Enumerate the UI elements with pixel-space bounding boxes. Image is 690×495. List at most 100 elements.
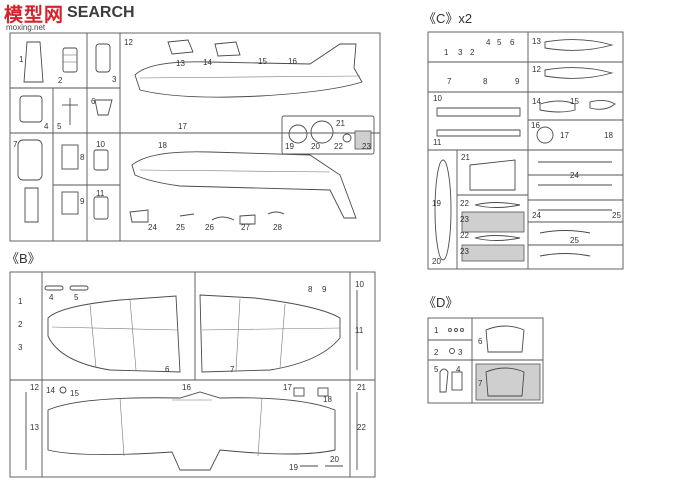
- part-number-b-1: 1: [18, 297, 23, 306]
- part-d7-canopy: [485, 367, 525, 397]
- part-number-a-20: 20: [311, 142, 320, 151]
- part-c21-shape: [469, 159, 516, 191]
- part-number-c-1: 1: [444, 48, 449, 57]
- part-b16-lower-wing: [47, 391, 336, 471]
- sprue-a-frame: [9, 32, 381, 242]
- part-a12-fuselage: [134, 43, 363, 98]
- sprue-b-frame: [9, 271, 376, 478]
- part-number-b-10: 10: [355, 280, 364, 289]
- part-c23b-shade: [461, 244, 525, 262]
- part-a13-shape: [167, 39, 194, 55]
- part-number-b-22: 22: [357, 423, 366, 432]
- part-number-b-2: 2: [18, 320, 23, 329]
- part-number-b-20: 20: [330, 455, 339, 464]
- part-number-c-11: 11: [433, 138, 442, 147]
- part-number-c-17: 17: [560, 131, 569, 140]
- part-number-c-10: 10: [433, 94, 442, 103]
- part-a18-fuselage: [131, 151, 357, 219]
- part-a3-shape: [95, 43, 111, 73]
- part-number-d-6: 6: [478, 337, 483, 346]
- part-number-c-12: 12: [532, 65, 541, 74]
- part-number-c-21: 21: [461, 153, 470, 162]
- part-number-a-10: 10: [96, 140, 105, 149]
- part-number-a-21: 21: [336, 119, 345, 128]
- part-number-d-7: 7: [478, 379, 483, 388]
- part-number-c-19: 19: [432, 199, 441, 208]
- part-c11-strip: [436, 129, 521, 137]
- part-a6-shape: [94, 99, 113, 116]
- part-number-b-4: 4: [49, 293, 54, 302]
- part-number-a-6: 6: [91, 97, 96, 106]
- part-number-b-9: 9: [322, 285, 327, 294]
- part-b7-wing: [199, 294, 341, 373]
- part-number-a-9: 9: [80, 197, 85, 206]
- part-number-d-2: 2: [434, 348, 439, 357]
- part-number-b-13: 13: [30, 423, 39, 432]
- watermark-brand-word: SEARCH: [67, 4, 135, 21]
- part-a9-shape: [61, 191, 79, 215]
- part-number-a-14: 14: [203, 58, 212, 67]
- part-number-c-9: 9: [515, 77, 520, 86]
- part-number-c-24: 24: [532, 211, 541, 220]
- part-number-c-4: 4: [486, 38, 491, 47]
- part-number-c-25: 25: [612, 211, 621, 220]
- part-number-b-7: 7: [230, 365, 235, 374]
- sprue-d: 1 2 3 4 5 6 7: [427, 317, 544, 404]
- part-number-b-12: 12: [30, 383, 39, 392]
- part-number-c-23: 23: [460, 215, 469, 224]
- part-number-b-11: 11: [355, 326, 364, 335]
- part-number-d-4: 4: [456, 365, 461, 374]
- sprue-c-frame: [427, 31, 624, 270]
- part-a19-wheel: [288, 124, 308, 144]
- part-d7-shade: [475, 363, 541, 401]
- part-number-c-13: 13: [532, 37, 541, 46]
- part-number-c-6: 6: [510, 38, 515, 47]
- sprue-a: 1 2 3 4 5 6 7 8 9 10 11 12 13 14 15 16 1…: [9, 32, 381, 242]
- sprue-c: 1 3 4 5 6 2 7 8 9 10 11 12 13 14 15 16 1…: [427, 31, 624, 270]
- part-number-a-12: 12: [124, 38, 133, 47]
- part-number-c-14: 14: [532, 97, 541, 106]
- part-number-b-5: 5: [74, 293, 79, 302]
- part-number-a-26: 26: [205, 223, 214, 232]
- part-number-c-7: 7: [447, 77, 452, 86]
- part-number-c-22: 22: [460, 231, 469, 240]
- part-a4-shape: [19, 95, 43, 123]
- part-a2-shape: [62, 47, 78, 73]
- part-number-a-1: 1: [19, 55, 24, 64]
- part-number-b-6: 6: [165, 365, 170, 374]
- part-number-c-2: 2: [470, 48, 475, 57]
- part-number-a-18: 18: [158, 141, 167, 150]
- section-c-label: 《C》x2: [423, 11, 473, 26]
- part-number-a-13: 13: [176, 59, 185, 68]
- section-b-label: 《B》: [6, 251, 41, 266]
- part-number-c-5: 5: [497, 38, 502, 47]
- part-number-a-25: 25: [176, 223, 185, 232]
- part-number-a-23: 23: [362, 142, 371, 151]
- part-b6-wing: [47, 295, 181, 373]
- part-number-b-16: 16: [182, 383, 191, 392]
- part-a22-shape: [342, 133, 352, 143]
- part-number-c-22: 22: [460, 199, 469, 208]
- sprue-d-frame: [427, 317, 544, 404]
- part-number-b-21: 21: [357, 383, 366, 392]
- part-number-b-14: 14: [46, 386, 55, 395]
- watermark: 模型网 SEARCH: [4, 2, 135, 26]
- part-a14-shape: [214, 41, 241, 57]
- watermark-brand-chars: 模型网: [4, 3, 65, 26]
- part-a10-shape: [93, 149, 109, 171]
- part-a11-shape: [93, 196, 109, 220]
- watermark-subtitle: moxing.net: [6, 23, 46, 32]
- part-number-a-3: 3: [112, 75, 117, 84]
- part-number-c-24: 24: [570, 171, 579, 180]
- section-d-label: 《D》: [423, 295, 459, 310]
- part-number-c-16: 16: [531, 121, 540, 130]
- part-a20-wheel: [310, 120, 334, 144]
- part-number-a-19: 19: [285, 142, 294, 151]
- part-c19-canopy: [434, 159, 452, 261]
- part-number-c-8: 8: [483, 77, 488, 86]
- part-number-a-7: 7: [13, 140, 18, 149]
- part-c10-strip: [436, 107, 521, 117]
- part-number-d-5: 5: [434, 365, 439, 374]
- part-number-c-18: 18: [604, 131, 613, 140]
